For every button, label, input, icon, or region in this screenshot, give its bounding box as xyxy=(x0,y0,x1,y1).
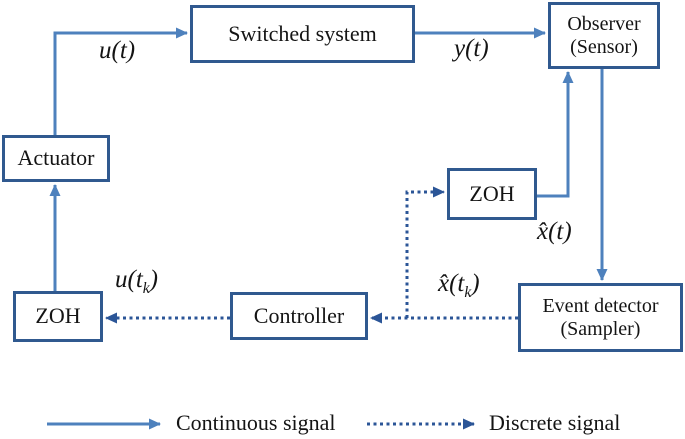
signal-label-xhat-t: x̂(t) xyxy=(537,218,572,245)
legend-discrete-label: Discrete signal xyxy=(489,410,621,435)
block-observer: Observer (Sensor) xyxy=(548,2,660,69)
block-event-detector-label-line2: (Sampler) xyxy=(560,317,641,340)
signal-label-u-t: u(t) xyxy=(99,37,136,64)
block-actuator: Actuator xyxy=(2,135,110,182)
block-zoh-lower: ZOH xyxy=(13,291,103,342)
arrow-branch-to-zoh-upper xyxy=(405,186,445,318)
block-zoh-lower-label: ZOH xyxy=(35,303,81,329)
block-switched-system-label: Switched system xyxy=(228,20,377,46)
signal-label-u-tk: u(tk) xyxy=(115,266,158,297)
block-zoh-upper-label: ZOH xyxy=(469,180,515,206)
block-observer-label-line1: Observer xyxy=(567,13,641,36)
legend-continuous-label: Continuous signal xyxy=(176,410,336,435)
block-controller: Controller xyxy=(230,292,368,340)
signal-label-xhat-tk: x̂(tk) xyxy=(438,270,480,301)
block-switched-system: Switched system xyxy=(190,5,415,63)
block-event-detector: Event detector (Sampler) xyxy=(518,283,683,352)
block-event-detector-label-line1: Event detector xyxy=(542,295,659,318)
arrow-actuator-to-switched-system xyxy=(53,27,188,135)
block-controller-label: Controller xyxy=(253,302,345,328)
arrow-zoh-upper-to-observer xyxy=(537,71,574,198)
block-actuator-label: Actuator xyxy=(17,145,95,171)
signal-label-y-t: y(t) xyxy=(454,35,489,62)
block-observer-label-line2: (Sensor) xyxy=(570,35,638,58)
block-zoh-upper: ZOH xyxy=(447,168,537,220)
